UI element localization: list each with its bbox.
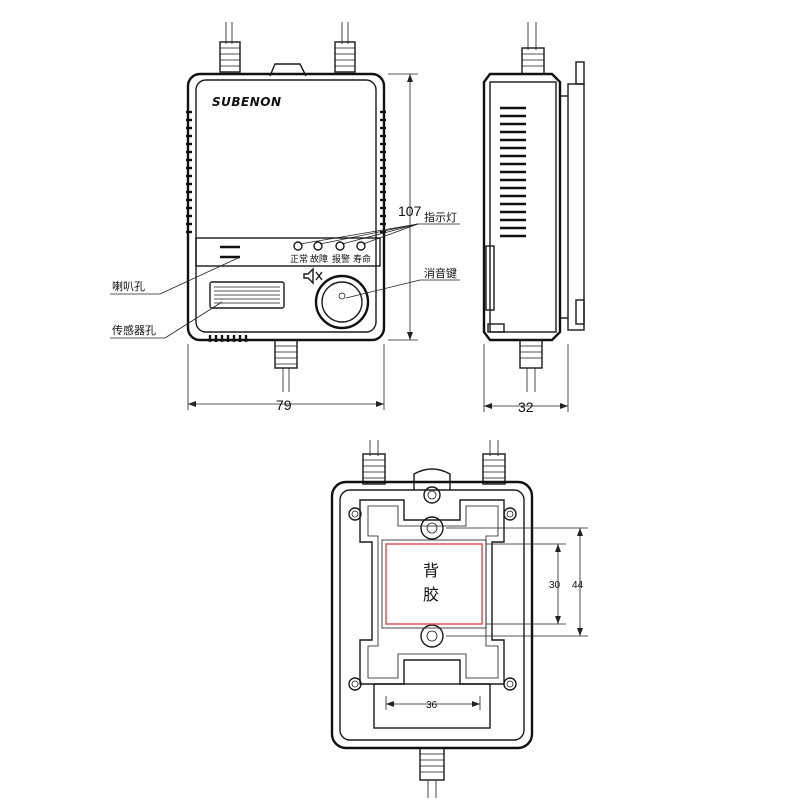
indicator-light-label: 指示灯 <box>424 210 457 224</box>
led-label-normal: 正常 <box>290 253 308 265</box>
adhesive-label-line1: 背 <box>423 561 439 580</box>
side-connector-bottom <box>519 339 543 392</box>
led-alarm <box>335 241 345 251</box>
side-body <box>482 72 562 342</box>
adhesive-pad <box>385 543 483 625</box>
mute-key-label: 消音键 <box>424 266 457 280</box>
width-dimension: 79 <box>276 397 292 413</box>
brand-logo: SUBENON <box>212 95 282 109</box>
depth-dimension: 32 <box>518 399 534 415</box>
front-view: SUBENON 正常 故障 报警 寿命 指示灯 <box>110 22 460 413</box>
sensor-hole-label: 传感器孔 <box>112 324 156 337</box>
led-normal <box>293 241 303 251</box>
mute-icon <box>303 267 323 285</box>
dim-36: 36 <box>426 700 438 711</box>
side-connector-top <box>521 22 545 75</box>
indicator-leds: 正常 故障 报警 寿命 <box>290 241 371 265</box>
led-fault <box>313 241 323 251</box>
screw-holes <box>348 507 517 691</box>
mount-hole-top <box>420 516 444 540</box>
dim-30: 30 <box>549 580 561 591</box>
side-fins <box>500 106 526 238</box>
back-connector-left <box>362 440 386 485</box>
led-label-alarm: 报警 <box>332 253 350 265</box>
side-rear-plate <box>567 83 585 331</box>
speaker-hole-label: 喇叭孔 <box>112 279 145 293</box>
bottom-connector <box>274 339 298 392</box>
back-hanger <box>413 468 451 490</box>
front-body-outer <box>186 72 386 342</box>
side-ribs-right <box>380 110 386 234</box>
front-body-inner <box>195 79 377 333</box>
height-dimension: 107 <box>398 203 422 219</box>
dim-44: 44 <box>572 580 584 591</box>
led-label-life: 寿命 <box>353 253 371 265</box>
side-view: 32 <box>482 22 585 415</box>
indicator-band <box>195 237 381 267</box>
mute-button-center <box>338 292 346 300</box>
speaker-grille <box>209 281 285 309</box>
mount-hole-bottom <box>420 624 444 648</box>
mute-button-outer <box>314 274 370 330</box>
adhesive-label-line2: 胶 <box>423 585 439 604</box>
back-body-inner <box>339 489 525 741</box>
led-label-fault: 故障 <box>310 253 328 265</box>
back-connector-right <box>482 440 506 485</box>
top-connector-left <box>219 22 241 73</box>
back-view: 背 胶 30 44 36 <box>330 440 588 798</box>
back-connector-bottom <box>419 747 445 798</box>
top-connector-right <box>334 22 356 73</box>
hanging-tab <box>269 63 307 77</box>
side-ribs-left <box>186 110 192 234</box>
led-life <box>356 241 366 251</box>
bottom-vent <box>208 335 248 342</box>
